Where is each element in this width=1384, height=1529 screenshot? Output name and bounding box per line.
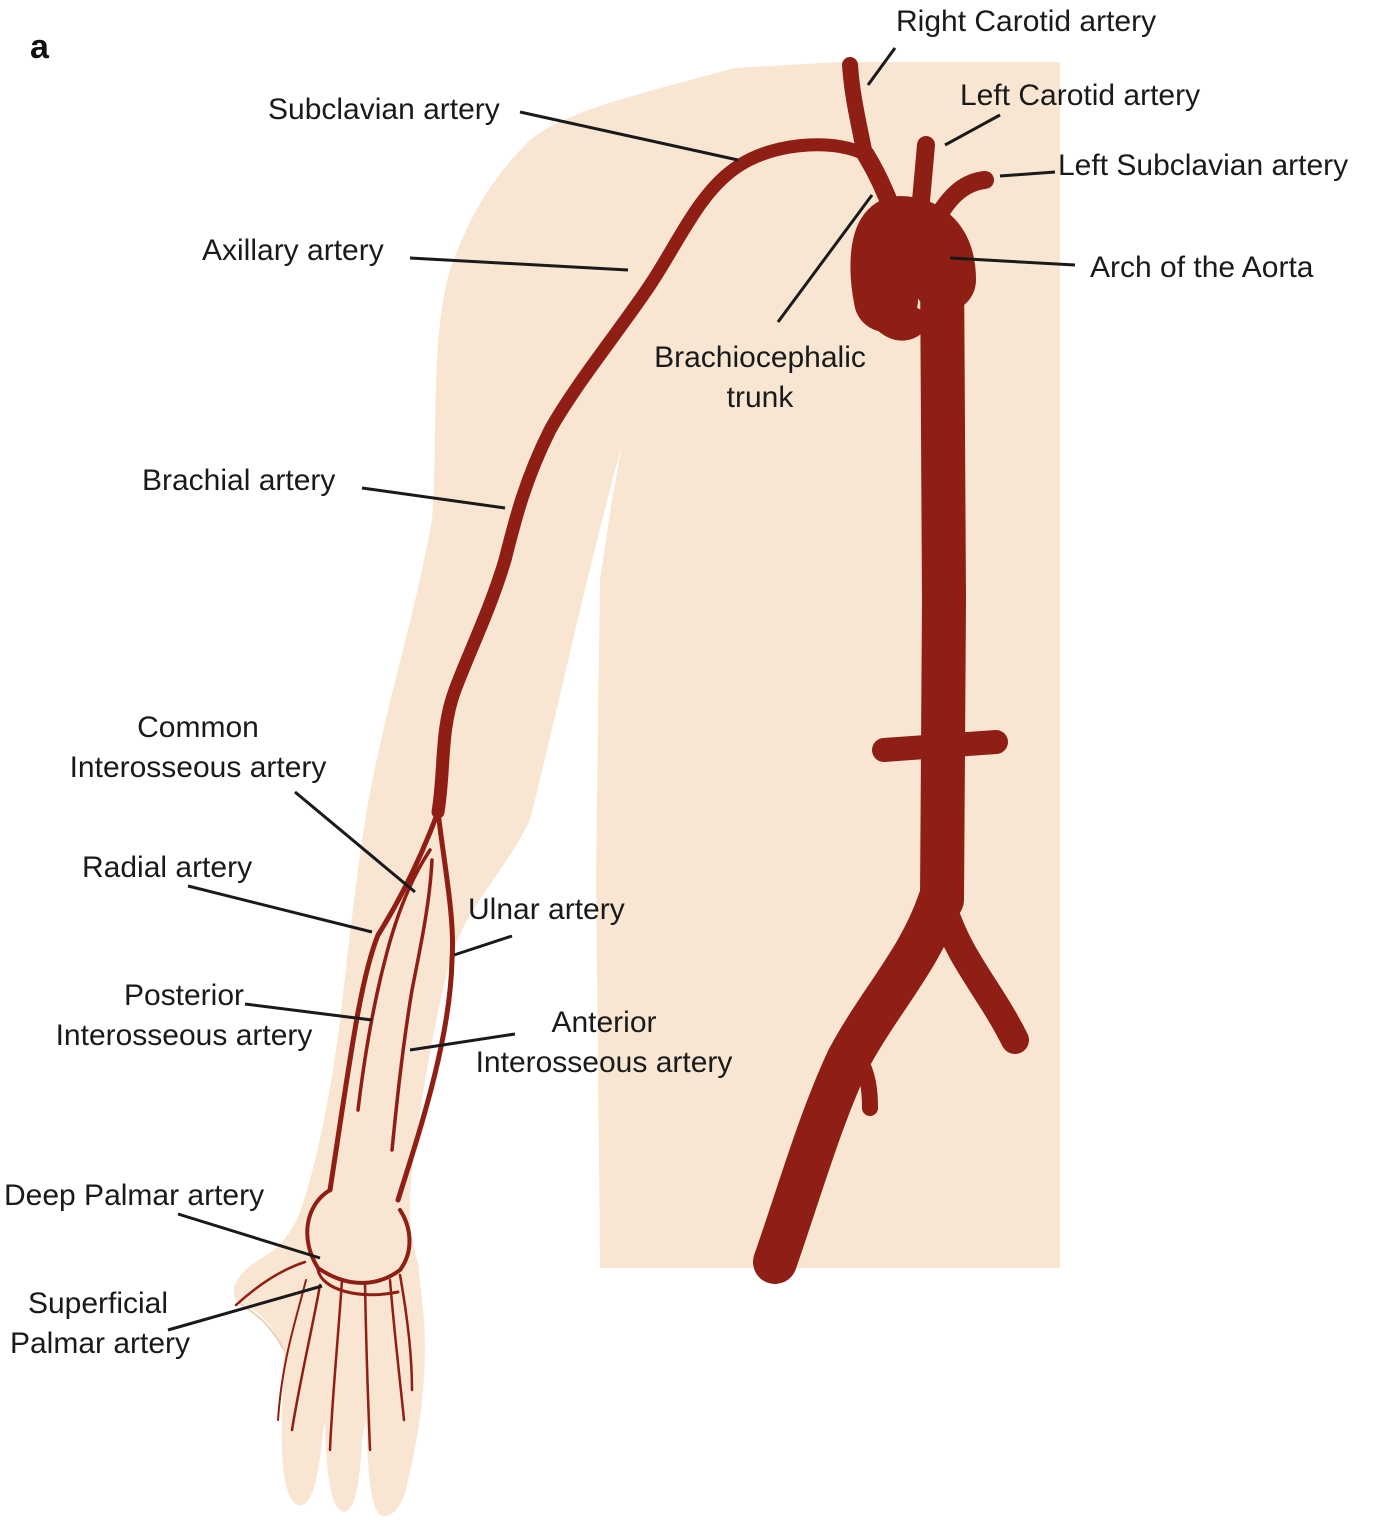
- leader-radial: [187, 884, 373, 934]
- descending-aorta: [920, 238, 966, 922]
- digital-artery-1: [234, 1260, 307, 1307]
- torso-and-arm-shape: [233, 62, 1060, 1516]
- label-subclavian-artery: Subclavian artery: [268, 93, 500, 126]
- label-posterior-interosseous-line2: Interosseous artery: [55, 1019, 313, 1052]
- hand-shadow: [237, 1301, 285, 1351]
- label-anterior-interosseous-line2: Interosseous artery: [475, 1046, 733, 1079]
- leader-subclavian: [519, 110, 739, 162]
- aortic-arch-root: [865, 285, 927, 341]
- label-common-interosseous-line2: Interosseous artery: [69, 751, 327, 784]
- arteries: [234, 57, 1029, 1452]
- subclavian-axillary-brachial: [431, 138, 873, 819]
- leader-right-carotid: [866, 47, 897, 86]
- label-brachiocephalic-line1: Brachiocephalic: [654, 341, 866, 374]
- label-left-carotid-artery: Left Carotid artery: [960, 79, 1201, 112]
- digital-artery-2: [290, 1283, 322, 1432]
- leader-ulnar: [453, 934, 513, 957]
- digital-artery-6: [398, 1273, 414, 1392]
- right-common-iliac: [930, 896, 1029, 1054]
- label-deep-palmar-artery: Deep Palmar artery: [4, 1179, 265, 1212]
- leader-common-interosseous: [294, 790, 416, 894]
- label-superficial-palmar-line1: Superficial: [27, 1287, 169, 1320]
- leader-left-subclavian: [999, 170, 1056, 178]
- anterior-interosseous-vessel: [390, 858, 434, 1152]
- right-carotid-vessel: [842, 57, 872, 158]
- label-brachiocephalic-line2: trunk: [726, 381, 794, 414]
- superficial-palmar-arch-vessel: [316, 1268, 400, 1297]
- posterior-interosseous-vessel: [356, 848, 432, 1112]
- left-subclavian-vessel: [927, 171, 994, 229]
- leader-anterior-interosseous: [409, 1032, 516, 1052]
- internal-iliac: [852, 1052, 878, 1116]
- digital-artery-7: [277, 1279, 307, 1421]
- label-axillary-artery: Axillary artery: [202, 234, 384, 267]
- digital-artery-5: [388, 1278, 406, 1422]
- label-anterior-interosseous-line1: Anterior: [551, 1006, 657, 1039]
- deep-palmar-arch-vessel: [305, 1188, 412, 1285]
- label-ulnar-artery: Ulnar artery: [468, 893, 625, 926]
- label-superficial-palmar-line2: Palmar artery: [9, 1327, 191, 1360]
- radial-artery-vessel: [327, 809, 441, 1193]
- label-radial-artery: Radial artery: [82, 851, 253, 884]
- aortic-arch: [850, 196, 976, 332]
- label-common-interosseous-line1: Common: [137, 711, 259, 744]
- leader-superficial-palmar: [167, 1284, 323, 1332]
- ulnar-artery-vessel: [395, 809, 456, 1203]
- label-posterior-interosseous-line1: Posterior: [123, 979, 245, 1012]
- leader-lines: [167, 47, 1076, 1332]
- leader-brachial: [361, 486, 506, 510]
- leader-left-carotid: [944, 113, 1001, 147]
- label-arch-of-the-aorta: Arch of the Aorta: [1090, 251, 1314, 284]
- leader-deep-palmar: [177, 1212, 321, 1260]
- label-brachial-artery: Brachial artery: [142, 464, 336, 497]
- renal-branch: [872, 730, 1008, 762]
- digital-artery-3: [328, 1278, 344, 1452]
- leader-posterior-interosseous: [244, 1002, 373, 1022]
- panel-letter: a: [30, 28, 49, 66]
- leader-axillary: [409, 256, 629, 272]
- digital-artery-4: [363, 1281, 372, 1452]
- body-silhouette: [233, 62, 1060, 1516]
- leader-arch-aorta: [949, 256, 1076, 267]
- label-left-subclavian-artery: Left Subclavian artery: [1058, 149, 1349, 182]
- left-common-iliac: [753, 878, 962, 1284]
- label-right-carotid-artery: Right Carotid artery: [896, 5, 1157, 38]
- leader-brachiocephalic: [776, 194, 874, 323]
- left-carotid-vessel: [911, 136, 935, 221]
